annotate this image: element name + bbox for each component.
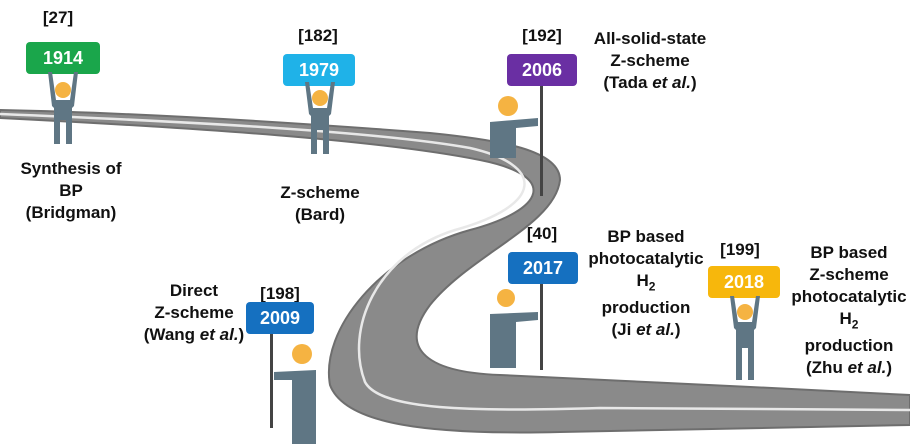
person-raising-sign-icon (48, 72, 78, 144)
desc-2009: Direct Z-scheme (Wang et al.) (143, 281, 245, 344)
desc-1914: Synthesis of BP (Bridgman) (20, 159, 122, 222)
person-raising-sign-icon (305, 82, 335, 154)
ref-2018: [199] (720, 240, 760, 259)
year-sign-2017: 2017 (508, 252, 578, 284)
person-raising-sign-icon (730, 296, 760, 380)
road-center-line (0, 112, 910, 412)
desc-2017: BP based photocatalytic H2 production (J… (588, 227, 704, 340)
person-pointing-pole-icon (490, 284, 543, 370)
person-pointing-pole-icon (490, 86, 543, 196)
desc-2018: BP based Z-scheme photocatalytic H2 prod… (791, 243, 907, 378)
year-sign-2009: 2009 (246, 302, 314, 334)
desc-2006: All-solid-state Z-scheme (Tada et al.) (593, 29, 707, 92)
desc-1979: Z-scheme (Bard) (280, 183, 360, 224)
year-sign-1914: 1914 (26, 42, 100, 74)
ref-1979: [182] (298, 26, 338, 45)
ref-2009: [198] (260, 284, 300, 303)
ref-2017: [40] (526, 224, 558, 243)
year-sign-2018: 2018 (708, 266, 780, 298)
year-sign-1979: 1979 (283, 54, 355, 86)
ref-2006: [192] (522, 26, 562, 45)
ref-1914: [27] (42, 8, 74, 27)
year-sign-2006: 2006 (507, 54, 577, 86)
person-pointing-pole-icon (270, 334, 316, 444)
